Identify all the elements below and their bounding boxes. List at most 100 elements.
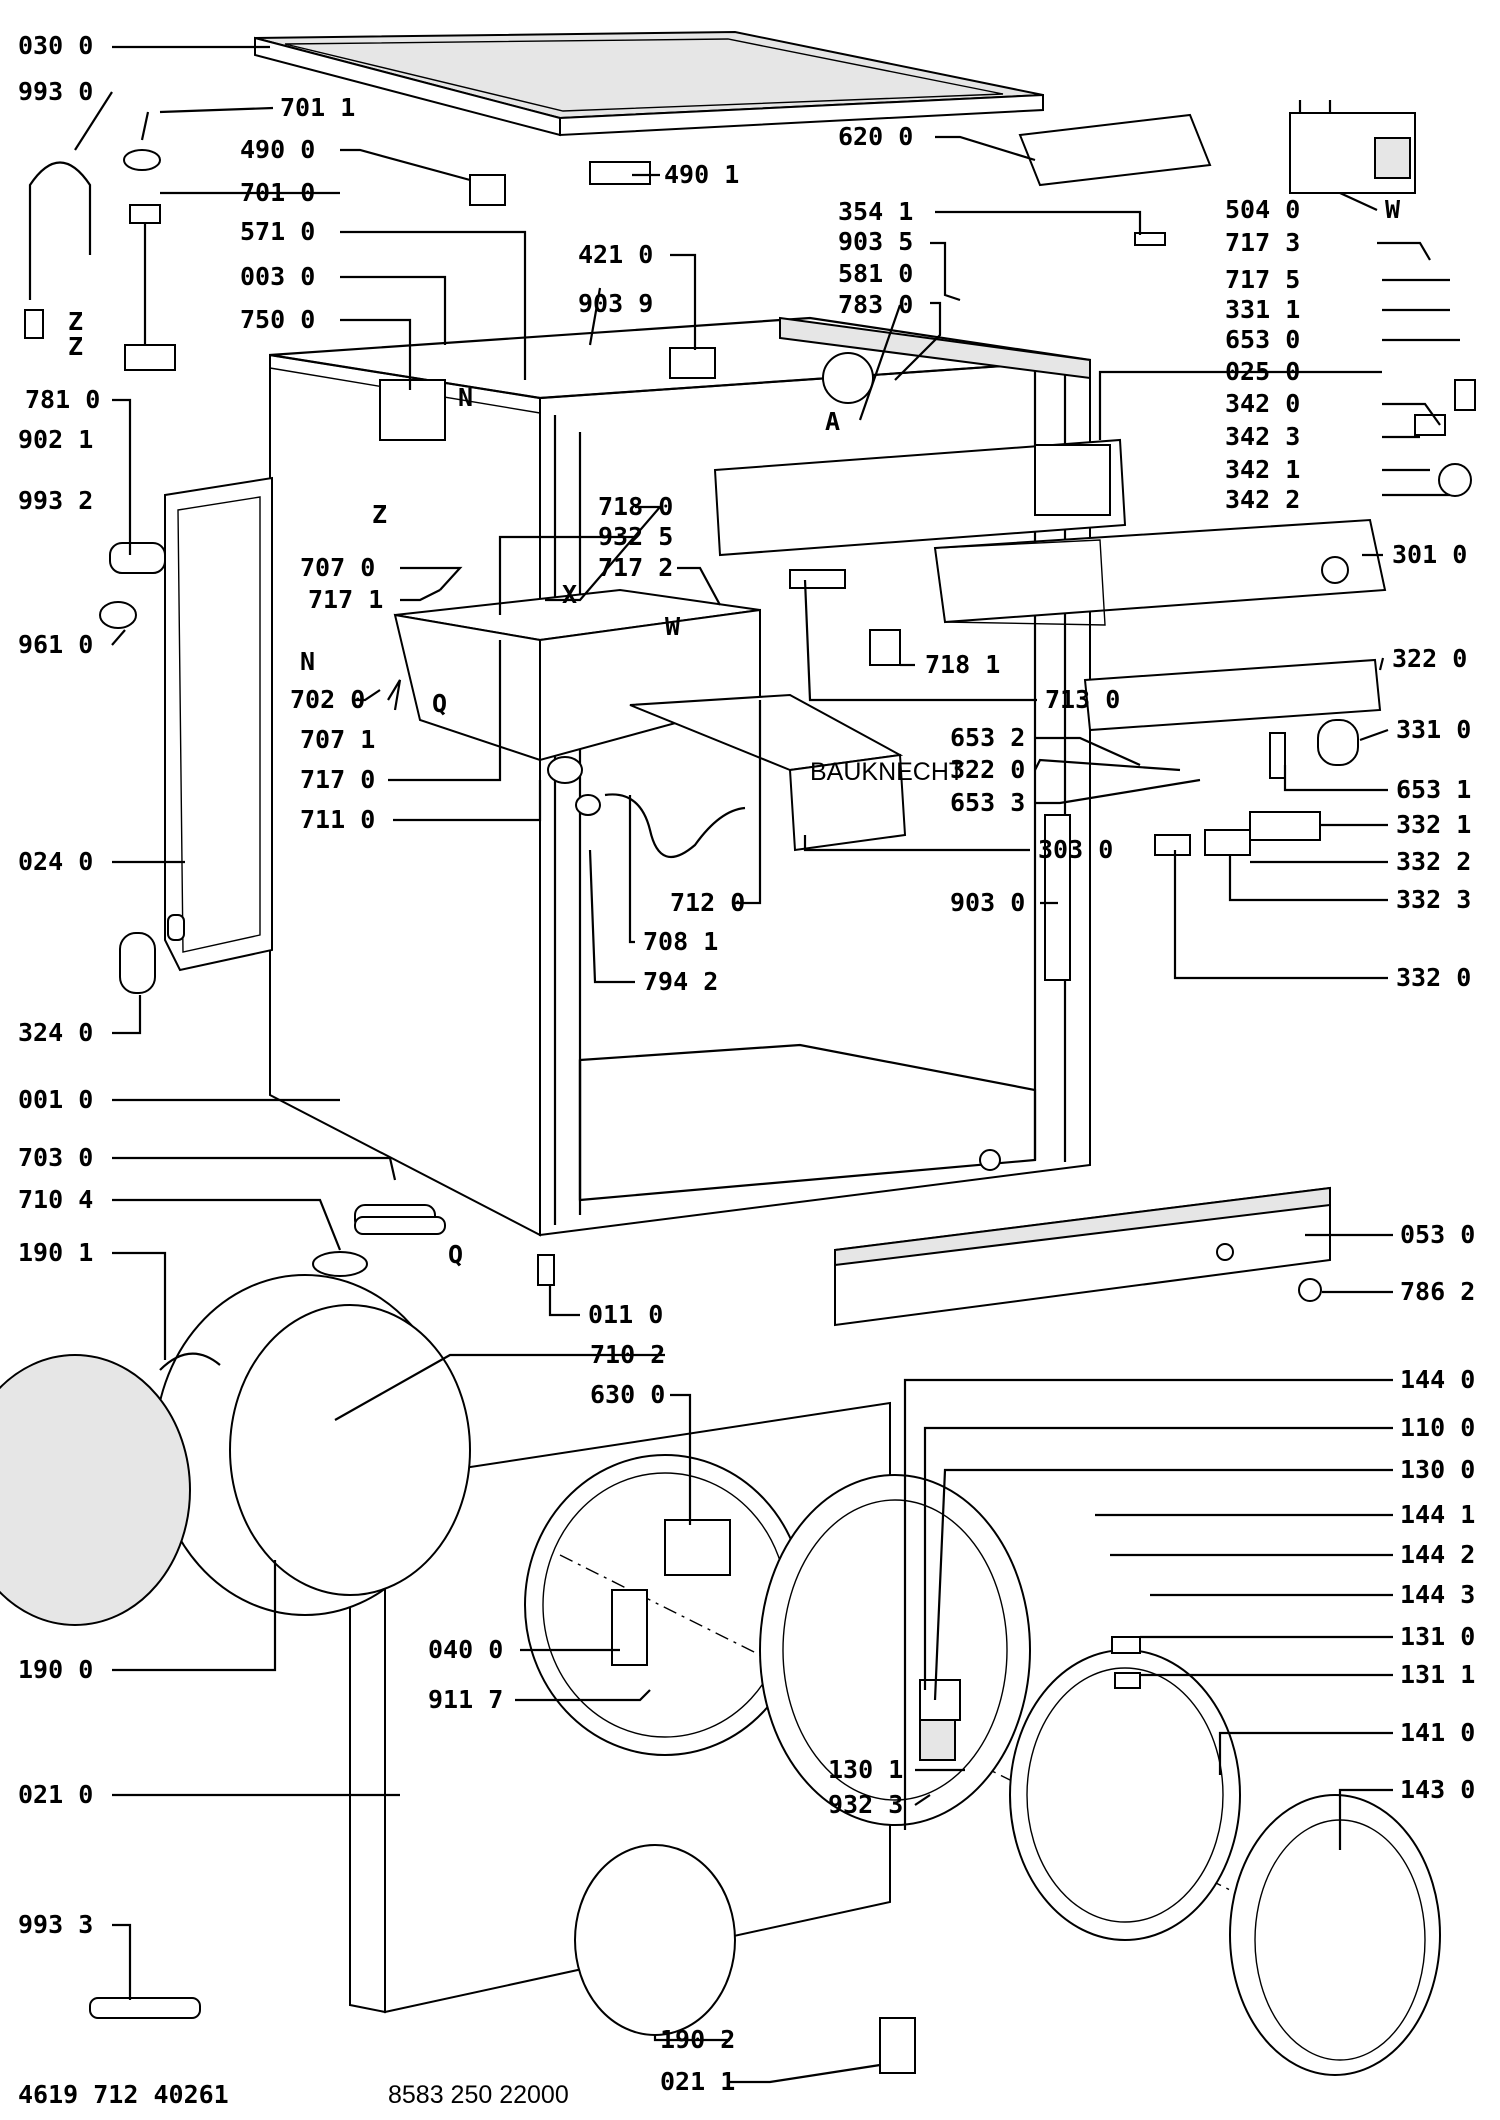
marker-n-left: N [300,647,315,676]
label-708-1: 708 1 [643,927,718,956]
bracket-713 [789,569,846,589]
tube-703 [354,1216,446,1235]
label-712-0: 712 0 [670,888,745,917]
label-653-1: 653 1 [1396,775,1471,804]
label-322-0-b: 322 0 [950,755,1025,784]
label-903-9: 903 9 [578,289,653,318]
label-932-5: 932 5 [598,522,673,551]
label-332-1: 332 1 [1396,810,1471,839]
bracket-342 [1414,414,1446,436]
label-342-0: 342 0 [1225,389,1300,418]
label-504-0: 504 0 [1225,195,1300,224]
program-label [1083,658,1382,732]
plinth-strip [834,1186,1331,1327]
label-794-2: 794 2 [643,967,718,996]
label-993-2: 993 2 [18,486,93,515]
parts-drawing: BAUKNECHT [0,30,1476,2076]
label-781-0: 781 0 [25,385,100,414]
label-021-1: 021 1 [660,2067,735,2096]
label-143-0: 143 0 [1400,1775,1475,1804]
marker-n-top: N [458,383,473,412]
label-144-0: 144 0 [1400,1365,1475,1394]
label-630-0: 630 0 [590,1380,665,1409]
bolt-781 [24,309,44,339]
top-lid [254,30,1044,137]
label-354-1: 354 1 [838,197,913,226]
label-040-0: 040 0 [428,1635,503,1664]
label-902-1: 902 1 [18,425,93,454]
switch-332-3 [1154,834,1191,856]
label-490-1: 490 1 [664,160,739,189]
micro-653-0 [1454,379,1476,411]
seal-710 [312,1251,368,1277]
label-703-0: 703 0 [18,1143,93,1172]
label-332-2: 332 2 [1396,847,1471,876]
clip-131 [1111,1636,1141,1654]
dispenser-drawer: BAUKNECHT [629,693,964,852]
label-011-0: 011 0 [588,1300,663,1329]
label-144-1: 144 1 [1400,1500,1475,1529]
door-frame-ring [759,1474,1031,1826]
door-outer-ring [1229,1794,1441,2076]
element-993-2 [109,542,166,574]
label-701-0: 701 0 [240,178,315,207]
label-993-3: 993 3 [18,1910,93,1939]
label-053-0: 053 0 [1400,1220,1475,1249]
label-571-0: 571 0 [240,217,315,246]
label-421-0: 421 0 [578,240,653,269]
door-gasket-drum [0,1274,471,1626]
label-717-2: 717 2 [598,553,673,582]
door-handle [611,1589,648,1666]
porthole-glass [574,1844,736,2036]
label-324-0: 324 0 [18,1018,93,1047]
footer-left-code: 4619 712 40261 [18,2080,229,2109]
marker-z-spring: Z [68,307,83,336]
pump-750 [379,379,446,441]
label-653-2: 653 2 [950,723,1025,752]
hinge [919,1679,961,1721]
label-707-1: 707 1 [300,725,375,754]
label-786-2: 786 2 [1400,1277,1475,1306]
electronic-board [1034,444,1111,516]
marker-q-tube: Q [448,1240,463,1269]
label-718-0: 718 0 [598,492,673,521]
switch-332-2 [1204,829,1251,856]
marker-x: X [562,580,577,609]
marker-w-dispenser: W [665,612,681,641]
label-620-0: 620 0 [838,122,913,151]
cover-021-1 [879,2017,916,2074]
label-711-0: 711 0 [300,805,375,834]
label-932-3: 932 3 [828,1790,903,1819]
label-717-0: 717 0 [300,765,375,794]
label-911-7: 911 7 [428,1685,503,1714]
marker-z-pump: Z [372,500,387,529]
spring-653 [1269,732,1286,779]
marker-a: A [825,407,840,436]
rail-903 [1044,814,1071,981]
control-board-bracket [713,438,1127,557]
label-903-0: 903 0 [950,888,1025,917]
marker-q-dispenser: Q [432,689,447,718]
marker-z-left: Z [68,332,83,361]
label-717-5: 717 5 [1225,265,1300,294]
label-190-0: 190 0 [18,1655,93,1684]
label-961-0: 961 0 [18,630,93,659]
label-653-3: 653 3 [950,788,1025,817]
label-303-0: 303 0 [1038,835,1113,864]
label-001-0: 001 0 [18,1085,93,1114]
label-024-0: 024 0 [18,847,93,876]
foot-011 [537,1254,555,1286]
program-timer [1289,100,1416,194]
label-701-1: 701 1 [280,93,355,122]
inlet-valve [669,347,716,379]
control-panel-fascia [933,518,1387,626]
label-993-0: 993 0 [18,77,93,106]
drain-hose [604,793,746,858]
label-332-3: 332 3 [1396,885,1471,914]
label-025-0: 025 0 [1225,357,1300,386]
label-710-2: 710 2 [590,1340,665,1369]
connector-490 [589,161,651,185]
label-130-1: 130 1 [828,1755,903,1784]
label-190-2: 190 2 [660,2025,735,2054]
pressure-switch [822,352,874,404]
